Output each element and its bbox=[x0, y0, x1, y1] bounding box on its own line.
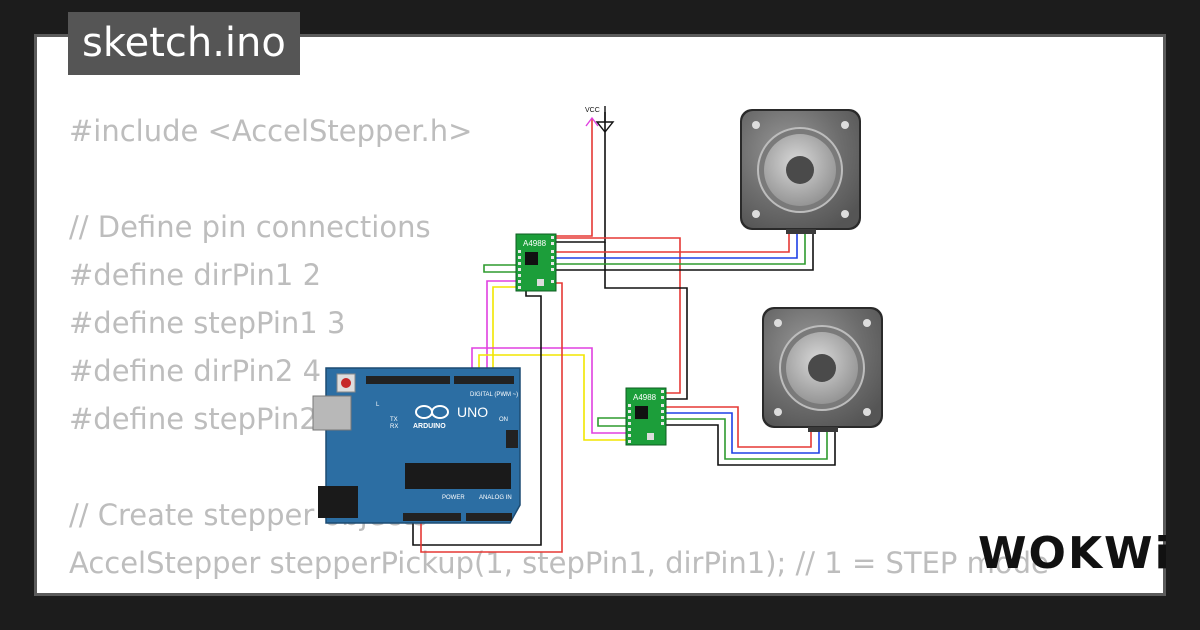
motor1-coil-wire bbox=[556, 232, 798, 259]
code-line: // Define pin connections bbox=[69, 210, 431, 244]
motor2-coil-wire bbox=[666, 412, 820, 454]
driver1-label: A4988 bbox=[523, 239, 547, 248]
vcc-label: VCC bbox=[585, 107, 600, 114]
l-label: L bbox=[376, 402, 380, 408]
vcc-wire bbox=[556, 118, 593, 237]
code-line: #define dirPin1 2 bbox=[69, 258, 322, 292]
file-tab-label: sketch.ino bbox=[82, 20, 286, 66]
file-tab[interactable]: sketch.ino bbox=[68, 12, 300, 75]
a4988-driver-2[interactable]: A4988 bbox=[625, 387, 667, 446]
arduino-5v-wire bbox=[420, 282, 563, 553]
gnd-symbol bbox=[595, 106, 615, 134]
code-line: AccelStepper stepperPickup(1, stepPin1, … bbox=[69, 546, 1049, 580]
motor2-coil-wire bbox=[666, 424, 836, 466]
code-line: #include <AccelStepper.h> bbox=[69, 114, 473, 148]
digital-label: DIGITAL (PWM ~) bbox=[470, 392, 518, 398]
usb-port bbox=[312, 395, 352, 431]
motor1-coil-wire bbox=[556, 232, 806, 265]
on-label: ON bbox=[499, 417, 508, 423]
code-line: #define dirPin2 4 bbox=[69, 354, 322, 388]
motor1-coil-wire bbox=[556, 232, 814, 271]
step-wire bbox=[471, 347, 628, 434]
power-jack bbox=[318, 486, 358, 518]
arduino-gnd-wire bbox=[412, 290, 542, 546]
brand-label: ARDUINO bbox=[413, 423, 446, 430]
motor2-coil-wire bbox=[666, 418, 828, 460]
preview-card: #include <AccelStepper.h> // Define pin c… bbox=[34, 34, 1166, 596]
gnd-wire bbox=[556, 112, 606, 243]
wokwi-logo: WOKWi bbox=[978, 528, 1172, 579]
arduino-logo bbox=[415, 405, 449, 419]
sleep-reset-wire bbox=[597, 417, 628, 427]
analog-label: ANALOG IN bbox=[479, 495, 512, 501]
tx-label: TX bbox=[390, 417, 398, 423]
rx-label: RX bbox=[390, 424, 398, 430]
code-line: #define stepPin1 3 bbox=[69, 306, 346, 340]
sleep-reset-wire bbox=[483, 264, 519, 273]
ground-link-wire bbox=[604, 242, 688, 400]
a4988-driver-1[interactable]: A4988 bbox=[515, 233, 557, 292]
wires bbox=[412, 112, 836, 553]
step-wire bbox=[486, 280, 519, 376]
stepper-motor-1[interactable] bbox=[740, 109, 861, 234]
power-label: POWER bbox=[442, 495, 465, 501]
vcc-symbol: VCC bbox=[585, 107, 600, 127]
power-link-wire bbox=[556, 237, 681, 394]
model-label: UNO bbox=[457, 404, 488, 420]
arduino-uno-board[interactable]: DIGITAL (PWM ~) L TX RX ON UNO ARDUINO P… bbox=[312, 367, 521, 524]
stepper-motor-2[interactable] bbox=[762, 307, 883, 432]
motor1-coil-wire bbox=[556, 232, 790, 253]
dir-wire bbox=[478, 354, 628, 441]
driver2-label: A4988 bbox=[633, 393, 657, 402]
microcontroller-chip bbox=[405, 463, 511, 489]
motor2-coil-wire bbox=[666, 406, 812, 448]
code-editor: #include <AccelStepper.h> // Define pin c… bbox=[69, 107, 1049, 593]
dir-wire bbox=[492, 286, 519, 376]
